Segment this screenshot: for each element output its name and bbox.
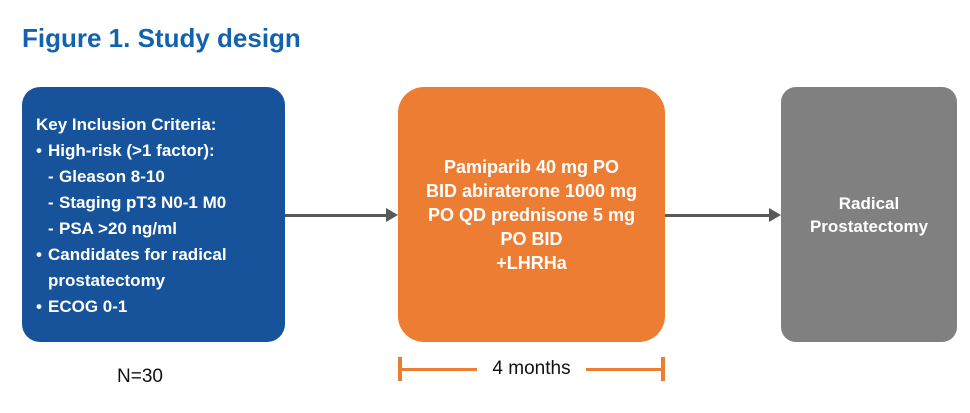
bracket-line: [585, 367, 661, 371]
arrow-head-icon: [386, 208, 398, 222]
inclusion-item-text: High-risk (>1 factor):: [48, 141, 215, 160]
inclusion-item-text: Candidates for radical prostatectomy: [48, 245, 227, 290]
inclusion-item-ecog: • ECOG 0-1: [36, 294, 275, 320]
arrow-shaft: [665, 213, 769, 217]
bullet-icon: •: [36, 245, 42, 264]
figure-title: Figure 1. Study design: [22, 23, 301, 53]
flow-arrow-right-icon: [285, 208, 398, 222]
bullet-icon: •: [36, 297, 42, 316]
treatment-line: +LHRHa: [496, 252, 567, 273]
inclusion-subitem-staging: - Staging pT3 N0-1 M0: [48, 190, 275, 216]
inclusion-item-high-risk: • High-risk (>1 factor):: [36, 138, 275, 164]
dash-icon: -: [48, 219, 54, 238]
inclusion-subitem-psa: - PSA >20 ng/ml: [48, 216, 275, 242]
arrow-head-icon: [769, 208, 781, 222]
inclusion-item-text: Staging pT3 N0-1 M0: [59, 193, 227, 212]
sample-size-label: N=30: [117, 366, 163, 387]
arrow-shaft: [285, 213, 386, 217]
bracket-left-cap: [398, 357, 402, 381]
radical-prostatectomy-box: Radical Prostatectomy: [781, 87, 957, 342]
outcome-label: Radical Prostatectomy: [809, 193, 929, 236]
duration-label: 4 months: [492, 358, 571, 379]
duration-bracket: 4 months: [398, 357, 665, 381]
inclusion-item-text: ECOG 0-1: [48, 297, 128, 316]
treatment-line: Pamiparib 40 mg PO: [443, 156, 620, 177]
dash-icon: -: [48, 167, 54, 186]
treatment-line: PO BID: [500, 228, 563, 249]
treatment-box: Pamiparib 40 mg PO BID abiraterone 1000 …: [398, 87, 665, 342]
flow-arrow-right-icon: [665, 208, 781, 222]
inclusion-item-text: PSA >20 ng/ml: [59, 219, 177, 238]
inclusion-subitem-gleason: - Gleason 8-10: [48, 164, 275, 190]
treatment-line: PO QD prednisone 5 mg: [427, 204, 636, 225]
inclusion-item-candidates: • Candidates for radical prostatectomy: [36, 242, 275, 294]
inclusion-item-text: Gleason 8-10: [59, 167, 165, 186]
bullet-icon: •: [36, 141, 42, 160]
bracket-right-cap: [661, 357, 665, 381]
treatment-line: BID abiraterone 1000 mg: [425, 180, 638, 201]
inclusion-criteria-box: Key Inclusion Criteria: • High-risk (>1 …: [22, 87, 285, 342]
dash-icon: -: [48, 193, 54, 212]
bracket-line: [402, 367, 478, 371]
inclusion-heading: Key Inclusion Criteria:: [36, 115, 217, 134]
